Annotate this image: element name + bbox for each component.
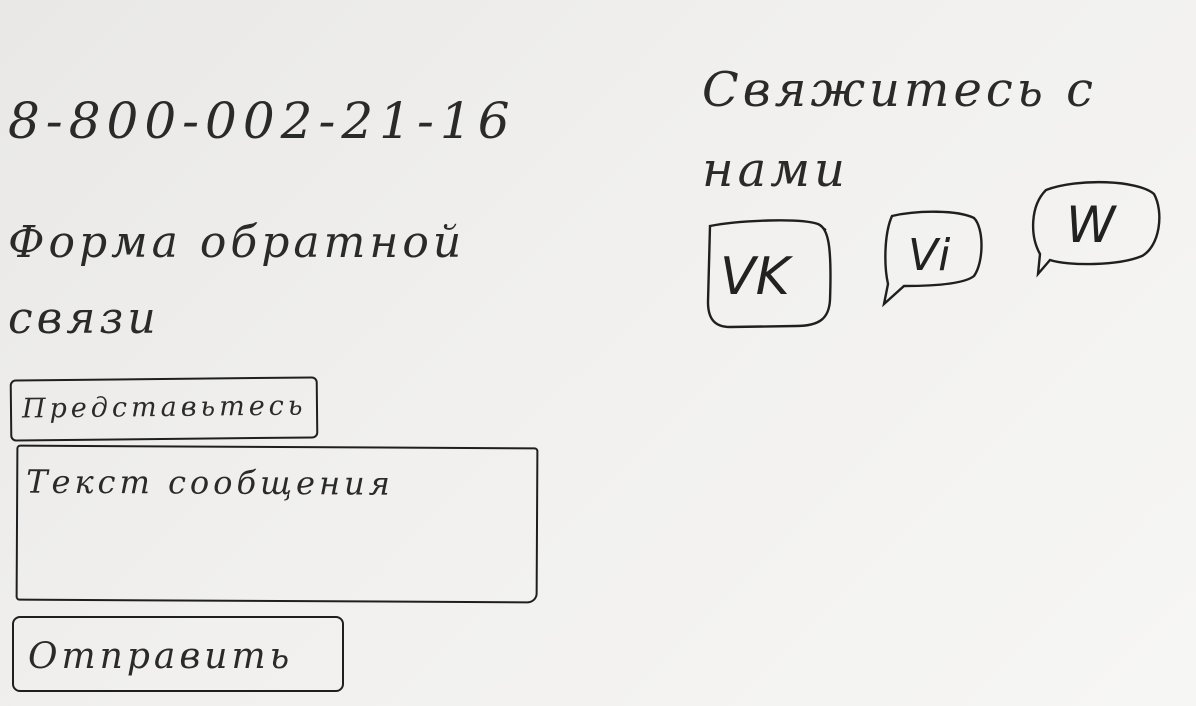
viber-icon[interactable]: Vi (878, 206, 986, 310)
contact-us-title: Свяжитесь с нами (702, 62, 1097, 198)
vk-icon[interactable]: VK (700, 214, 840, 334)
send-button[interactable]: Отправить (12, 616, 344, 692)
viber-icon-label: Vi (908, 230, 951, 281)
name-input-placeholder: Представьтесь (21, 390, 307, 425)
vk-icon-label: VK (720, 247, 794, 307)
message-textarea[interactable]: Текст сообщения (15, 444, 539, 604)
feedback-form-title: Форма обратной связи (8, 217, 466, 344)
name-input[interactable]: Представьтесь (9, 376, 319, 442)
whatsapp-icon-label: W (1066, 196, 1117, 254)
phone-number: 8-800-002-21-16 (8, 92, 516, 150)
send-button-label: Отправить (28, 636, 294, 677)
whatsapp-icon[interactable]: W (1028, 176, 1164, 284)
message-textarea-placeholder: Текст сообщения (26, 462, 394, 503)
